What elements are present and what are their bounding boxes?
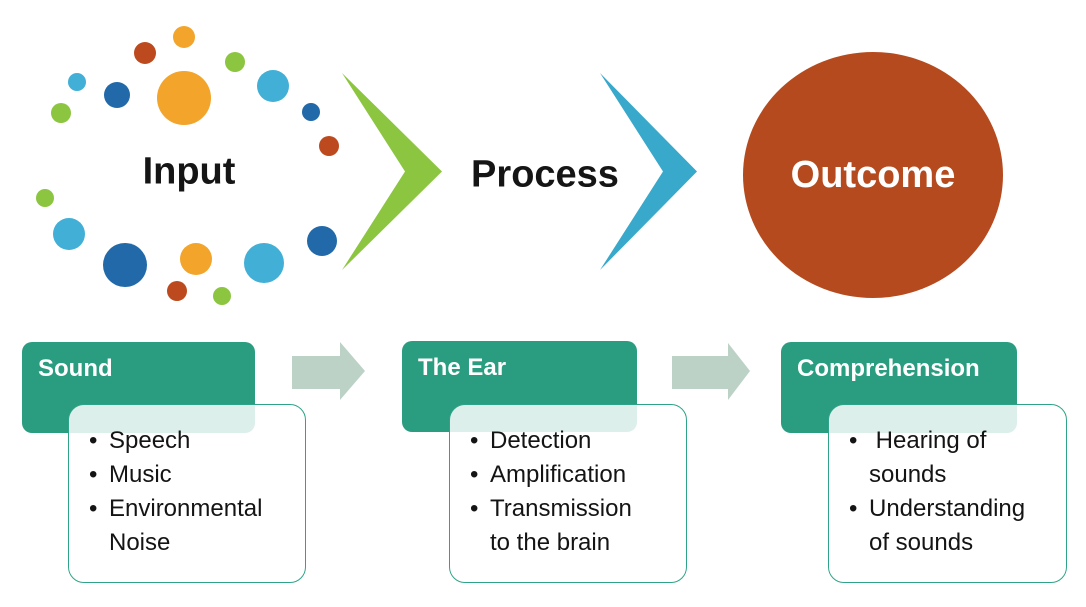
list-item-text: Music [109, 461, 172, 488]
outcome-circle: Outcome [743, 52, 1003, 298]
input-dot [134, 42, 156, 64]
input-dot [225, 52, 245, 72]
input-dot [157, 71, 211, 125]
bullet-icon: • [470, 461, 479, 488]
list-item: • Amplification [470, 458, 680, 492]
list-item-text: Amplification [490, 461, 627, 488]
input-dot [104, 82, 130, 108]
list-item: • Music [89, 458, 299, 492]
list-item: • Understanding of sounds [849, 492, 1060, 560]
list-item-text: Detection [490, 427, 592, 454]
chevron-right-green-icon [342, 73, 442, 270]
input-dot [36, 189, 54, 207]
list-item: • Environmental Noise [89, 492, 299, 560]
input-dot [319, 136, 339, 156]
input-dot [51, 103, 71, 123]
list-item-text: Environmental Noise [109, 495, 263, 556]
input-dot [68, 73, 86, 91]
bullet-icon: • [89, 427, 98, 454]
input-dot [257, 70, 289, 102]
comprehension-header-label: Comprehension [797, 355, 980, 382]
list-item: • Hearing of sounds [849, 424, 1060, 492]
input-label: Input [142, 150, 236, 193]
bullet-icon: • [89, 461, 98, 488]
list-item: • Transmission to the brain [470, 492, 680, 560]
flow-arrow-icon [292, 342, 365, 400]
comprehension-list: • Hearing of sounds • Understanding of s… [829, 405, 1066, 560]
list-item-text: Transmission to the brain [490, 495, 632, 556]
list-item: • Speech [89, 424, 299, 458]
input-dot [213, 287, 231, 305]
chevron-right-blue-icon [600, 73, 697, 270]
input-dot [173, 26, 195, 48]
input-dot [103, 243, 147, 287]
bullet-icon: • [470, 495, 479, 522]
ear-card: • Detection • Amplification • Transmissi… [449, 404, 687, 583]
input-dot [302, 103, 320, 121]
input-dot [307, 226, 337, 256]
list-item: • Detection [470, 424, 680, 458]
sound-card: • Speech • Music • Environmental Noise [68, 404, 306, 583]
list-item-text: Speech [109, 427, 191, 454]
bullet-icon: • [470, 427, 479, 454]
outcome-label: Outcome [790, 153, 956, 196]
list-item-text: Understanding of sounds [869, 495, 1026, 556]
sound-header-label: Sound [38, 355, 113, 382]
ear-header-label: The Ear [418, 354, 507, 381]
bullet-icon: • [849, 427, 858, 454]
input-dot [244, 243, 284, 283]
bullet-icon: • [89, 495, 98, 522]
list-item-text: Hearing of sounds [869, 427, 987, 488]
flow-arrow-icon [672, 343, 750, 400]
input-dot [53, 218, 85, 250]
sound-list: • Speech • Music • Environmental Noise [69, 405, 305, 560]
comprehension-card: • Hearing of sounds • Understanding of s… [828, 404, 1067, 583]
process-label: Process [471, 153, 619, 196]
input-dot [167, 281, 187, 301]
bullet-icon: • [849, 495, 858, 522]
input-dot [180, 243, 212, 275]
ear-list: • Detection • Amplification • Transmissi… [450, 405, 686, 560]
